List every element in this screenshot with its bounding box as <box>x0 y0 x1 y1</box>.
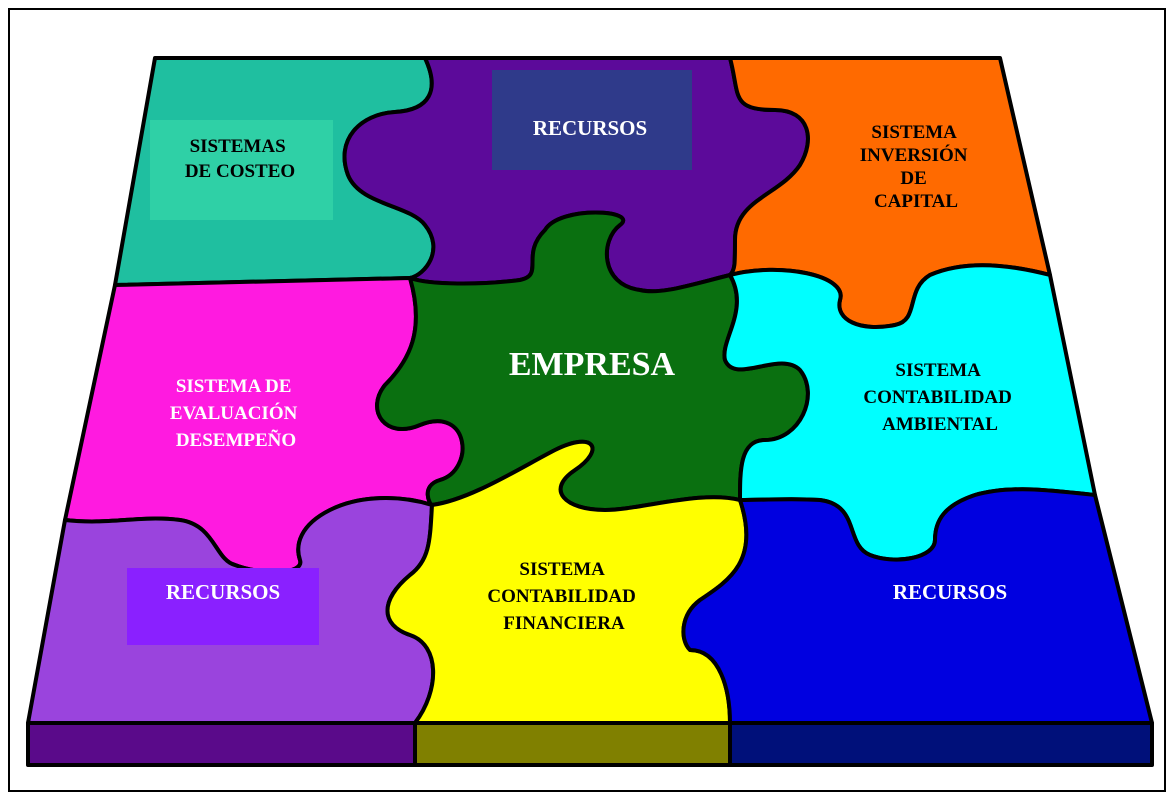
label-evaluacion: SISTEMA DE EVALUACIÓN DESEMPEÑO <box>170 376 302 451</box>
label-line: INVERSIÓN <box>860 144 968 166</box>
label-line: SISTEMA <box>895 360 981 381</box>
label-line: SISTEMA <box>519 559 605 580</box>
label-financiera: SISTEMA CONTABILIDAD FINANCIERA <box>487 559 640 634</box>
piece-recursos-right <box>681 487 1154 725</box>
label-line: SISTEMA DE <box>176 376 292 397</box>
label-empresa: EMPRESA <box>509 346 676 383</box>
label-line: CAPITAL <box>874 191 958 212</box>
base-middle <box>413 721 732 767</box>
label-ambiental: SISTEMA CONTABILIDAD AMBIENTAL <box>863 360 1016 435</box>
label-recursos-top: RECURSOS <box>533 116 647 140</box>
base-right <box>728 721 1154 767</box>
label-line: RECURSOS <box>533 116 647 140</box>
puzzle-base <box>26 721 1154 767</box>
label-line: SISTEMAS <box>190 136 286 157</box>
label-recursos-left: RECURSOS <box>166 580 280 604</box>
label-line: RECURSOS <box>166 580 280 604</box>
puzzle-pieces <box>26 56 1154 725</box>
label-line: DE COSTEO <box>185 161 295 182</box>
label-line: DE <box>900 168 926 189</box>
label-line: CONTABILIDAD <box>487 586 636 607</box>
box-recursos-top <box>492 70 692 170</box>
label-line: EVALUACIÓN <box>170 402 298 424</box>
label-line: AMBIENTAL <box>882 414 998 435</box>
label-recursos-right: RECURSOS <box>893 580 1007 604</box>
label-sistema-inversion: SISTEMA INVERSIÓN DE CAPITAL <box>860 122 972 212</box>
labels: SISTEMAS DE COSTEO RECURSOS SISTEMA INVE… <box>166 116 1016 634</box>
label-line: DESEMPEÑO <box>176 429 296 451</box>
label-sistemas-costeo: SISTEMAS DE COSTEO <box>185 136 295 182</box>
label-line: RECURSOS <box>893 580 1007 604</box>
label-line: SISTEMA <box>871 122 957 143</box>
label-line: CONTABILIDAD <box>863 387 1012 408</box>
box-recursos-left <box>127 568 319 645</box>
label-line: EMPRESA <box>509 346 676 383</box>
label-line: FINANCIERA <box>503 613 625 634</box>
box-sistemas-costeo <box>150 120 333 220</box>
base-left <box>26 721 417 767</box>
